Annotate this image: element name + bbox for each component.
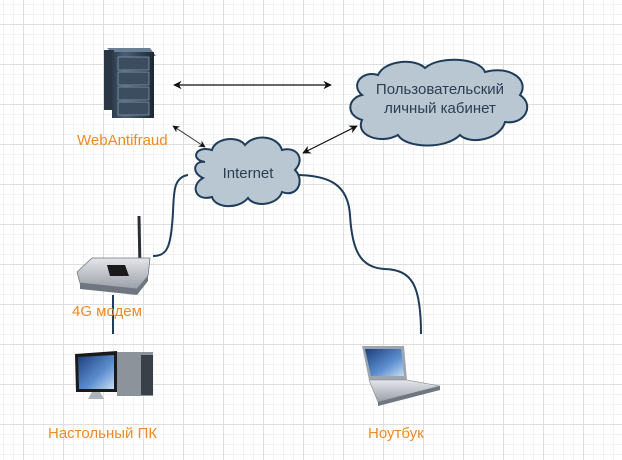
server-rack-icon[interactable] bbox=[104, 48, 156, 118]
laptop-icon[interactable] bbox=[362, 346, 441, 406]
desktop-label: Настольный ПК bbox=[48, 425, 158, 442]
cabinet-label-line2: личный кабинет bbox=[384, 100, 496, 117]
cabinet-label: Пользовательский личный кабинет bbox=[355, 80, 525, 118]
desktop-pc-icon[interactable] bbox=[75, 351, 153, 399]
modem-label: 4G модем bbox=[72, 303, 142, 320]
cable-internet-modem bbox=[152, 174, 189, 257]
router-icon[interactable] bbox=[76, 215, 151, 295]
internet-cloud-icon[interactable] bbox=[194, 136, 301, 208]
internet-label: Internet bbox=[222, 165, 274, 182]
laptop-label: Ноутбук bbox=[368, 425, 424, 442]
cabinet-label-line1: Пользовательский bbox=[375, 81, 505, 98]
server-label: WebAntifraud bbox=[77, 132, 168, 149]
cabinet-cloud-icon[interactable] bbox=[349, 58, 529, 147]
edge-internet-cabinet bbox=[302, 125, 358, 154]
edge-server-internet bbox=[172, 125, 206, 148]
cable-internet-laptop bbox=[294, 174, 422, 335]
